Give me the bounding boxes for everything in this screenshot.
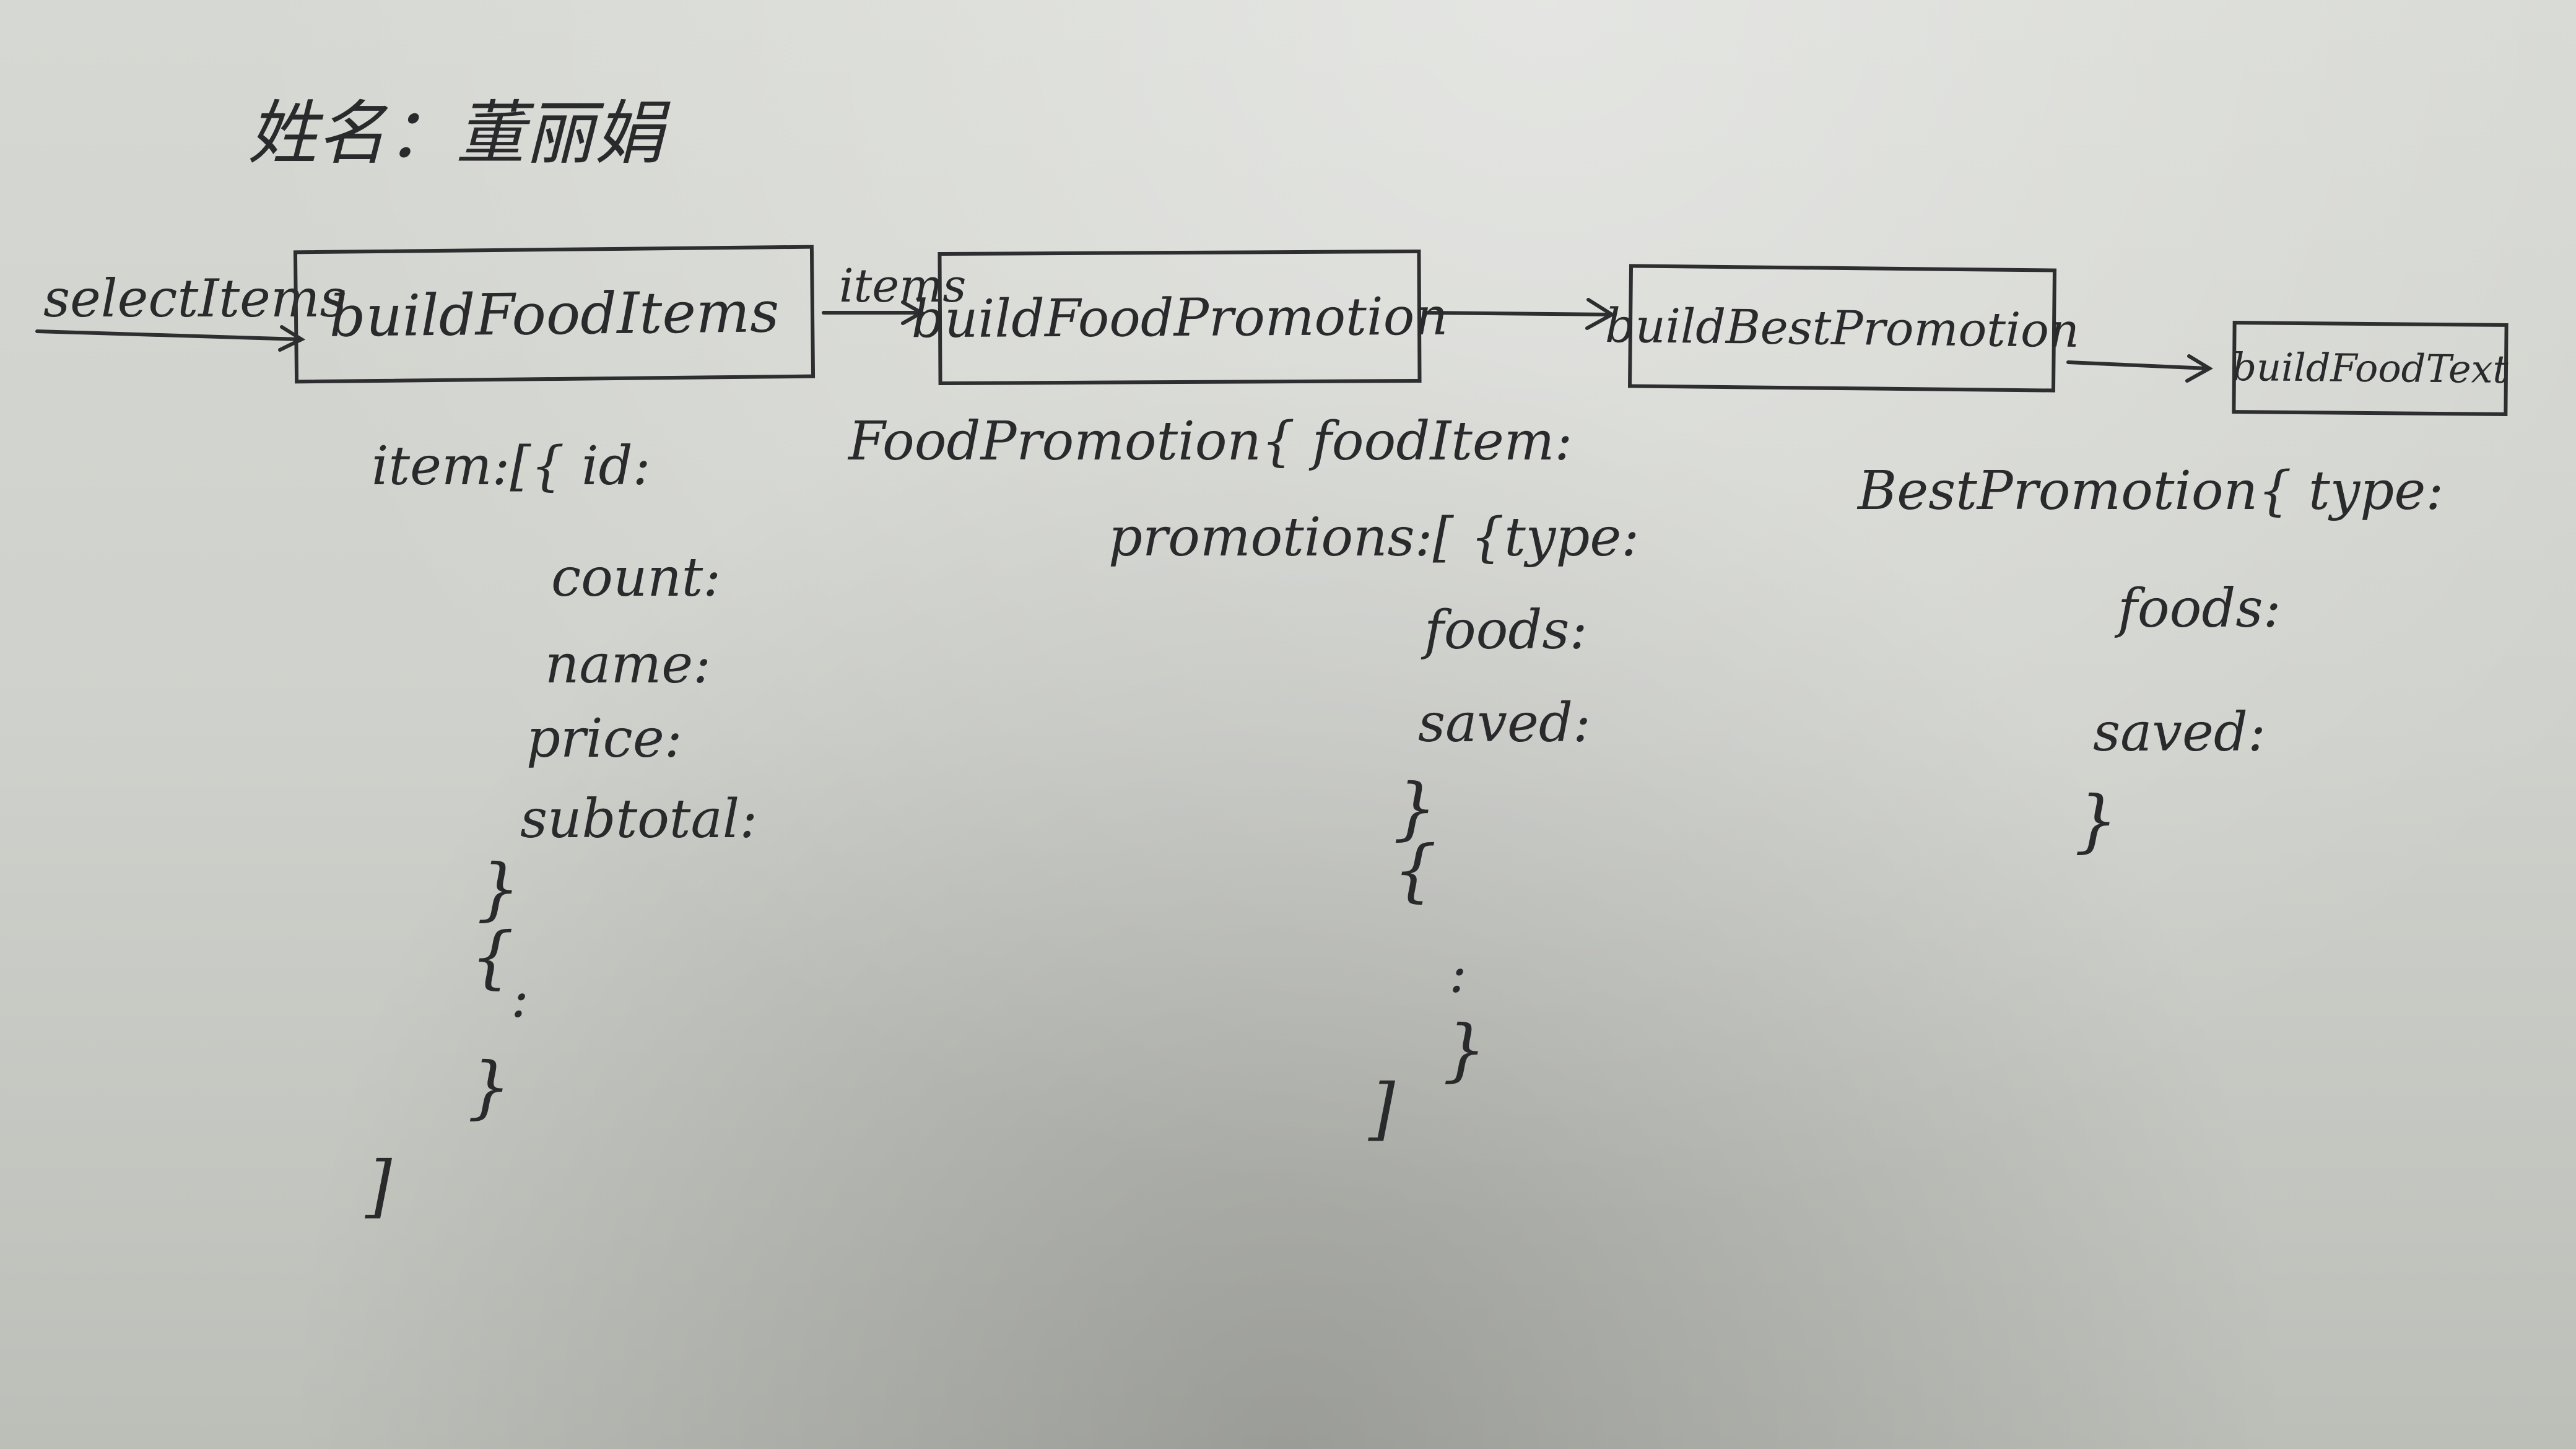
- foodpromotion-close-array: ]: [1368, 1069, 1395, 1148]
- items-next-object: {: [471, 917, 514, 996]
- bestpromotion-field-foods: foods:: [2118, 578, 2281, 640]
- arrowhead-items: [901, 300, 926, 325]
- arrowhead-to-text: [2185, 354, 2213, 383]
- foodpromotion-next-object: {: [1393, 830, 1437, 910]
- arrow-selectitems: [35, 329, 302, 341]
- items-field-count: count:: [551, 547, 721, 609]
- items-field-name: name:: [545, 633, 711, 695]
- items-field-price: price:: [526, 708, 682, 770]
- node-build-food-items: buildFoodItems: [293, 245, 816, 384]
- edge-label-selectitems: selectItems: [43, 268, 347, 329]
- items-close-array: ]: [365, 1146, 392, 1225]
- bestpromotion-field-saved: saved:: [2093, 702, 2266, 764]
- arrowhead-to-best: [1585, 298, 1616, 330]
- items-field-subtotal: subtotal:: [520, 788, 758, 850]
- edge-label-items: items: [839, 259, 967, 313]
- node-label: buildFoodPromotion: [911, 285, 1448, 349]
- node-build-food-promotion: buildFoodPromotion: [911, 249, 1448, 386]
- arrow-to-best: [1422, 311, 1612, 316]
- node-label: buildBestPromotion: [1604, 297, 2080, 359]
- node-build-best-promotion: buildBestPromotion: [1605, 264, 2079, 393]
- items-close-object: }: [477, 849, 520, 928]
- foodpromotion-close-object: }: [1393, 768, 1437, 848]
- foodpromotion-close-object-2: }: [1443, 1010, 1486, 1089]
- bestpromotion-head: BestPromotion{ type:: [1858, 460, 2444, 522]
- bestpromotion-close-object: }: [2074, 781, 2118, 860]
- foodpromotion-field-saved: saved:: [1418, 692, 1591, 754]
- items-close-object-2: }: [468, 1047, 511, 1126]
- foodpromotion-promotions-head: promotions:[ {type:: [1108, 507, 1640, 568]
- node-label: buildFoodItems: [329, 278, 780, 350]
- foodpromotion-head: FoodPromotion{ foodItem:: [848, 411, 1573, 472]
- arrowhead-selectitems: [278, 325, 306, 352]
- foodpromotion-ellipsis: :: [1449, 943, 1467, 1005]
- node-label: buildFoodText: [2232, 344, 2509, 392]
- items-head: item:[{ id:: [372, 435, 651, 497]
- node-build-food-text: buildFoodText: [2232, 321, 2509, 416]
- author-name-line: 姓名：董丽娟: [248, 94, 664, 174]
- items-ellipsis: :: [511, 968, 529, 1030]
- arrow-to-text: [2066, 360, 2209, 370]
- foodpromotion-field-foods: foods:: [1424, 599, 1588, 661]
